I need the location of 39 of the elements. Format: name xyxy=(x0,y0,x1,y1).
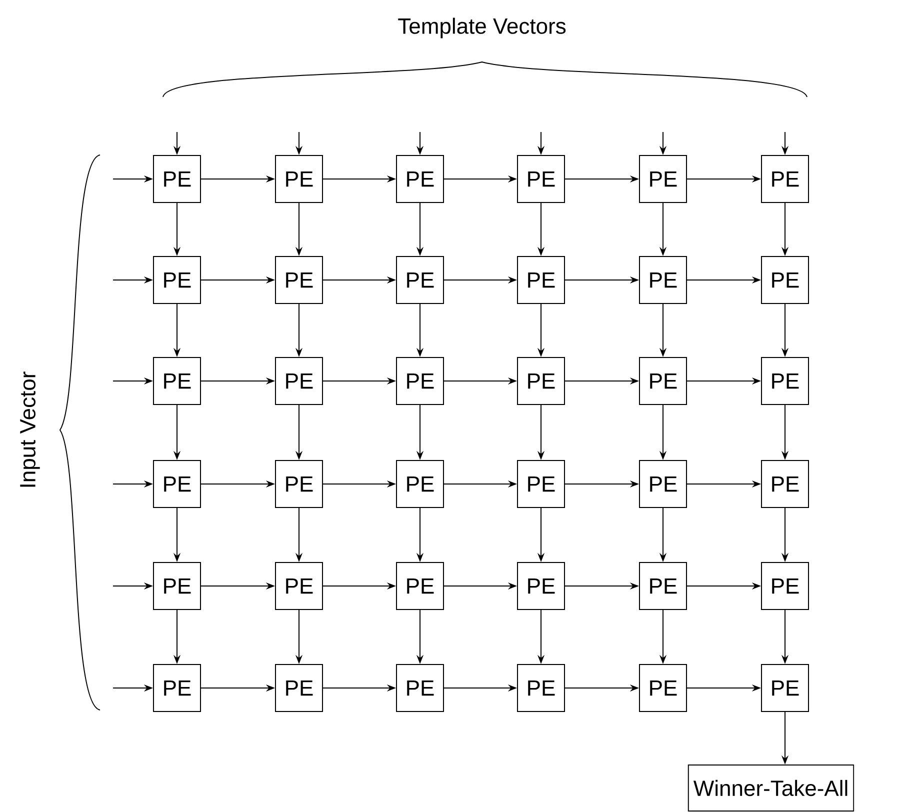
pe-box: PE xyxy=(153,155,201,203)
pe-box: PE xyxy=(761,460,809,508)
pe-box: PE xyxy=(153,357,201,405)
pe-box: PE xyxy=(396,664,444,712)
pe-box: PE xyxy=(275,155,323,203)
pe-box: PE xyxy=(153,256,201,304)
pe-box: PE xyxy=(639,562,687,610)
pe-box: PE xyxy=(275,460,323,508)
pe-box: PE xyxy=(396,357,444,405)
pe-box: PE xyxy=(396,256,444,304)
pe-box: PE xyxy=(275,562,323,610)
pe-box: PE xyxy=(639,460,687,508)
pe-box: PE xyxy=(517,664,565,712)
pe-box: PE xyxy=(761,256,809,304)
pe-box: PE xyxy=(153,562,201,610)
pe-box: PE xyxy=(639,357,687,405)
pe-box: PE xyxy=(639,256,687,304)
pe-box: PE xyxy=(153,664,201,712)
brace-label: Input Vector xyxy=(20,372,40,487)
pe-box: PE xyxy=(761,357,809,405)
pe-box: PE xyxy=(761,155,809,203)
pe-box: PE xyxy=(761,664,809,712)
brace-label: Template Vectors xyxy=(398,18,566,38)
pe-box: PE xyxy=(517,562,565,610)
pe-box: PE xyxy=(639,664,687,712)
output-box: Winner-Take-All xyxy=(688,764,854,812)
pe-box: PE xyxy=(275,357,323,405)
pe-box: PE xyxy=(639,155,687,203)
pe-box: PE xyxy=(396,460,444,508)
pe-box: PE xyxy=(517,357,565,405)
pe-box: PE xyxy=(517,155,565,203)
pe-box: PE xyxy=(396,562,444,610)
pe-box: PE xyxy=(275,664,323,712)
pe-box: PE xyxy=(396,155,444,203)
pe-box: PE xyxy=(153,460,201,508)
pe-box: PE xyxy=(517,256,565,304)
pe-box: PE xyxy=(761,562,809,610)
pe-box: PE xyxy=(517,460,565,508)
pe-box: PE xyxy=(275,256,323,304)
